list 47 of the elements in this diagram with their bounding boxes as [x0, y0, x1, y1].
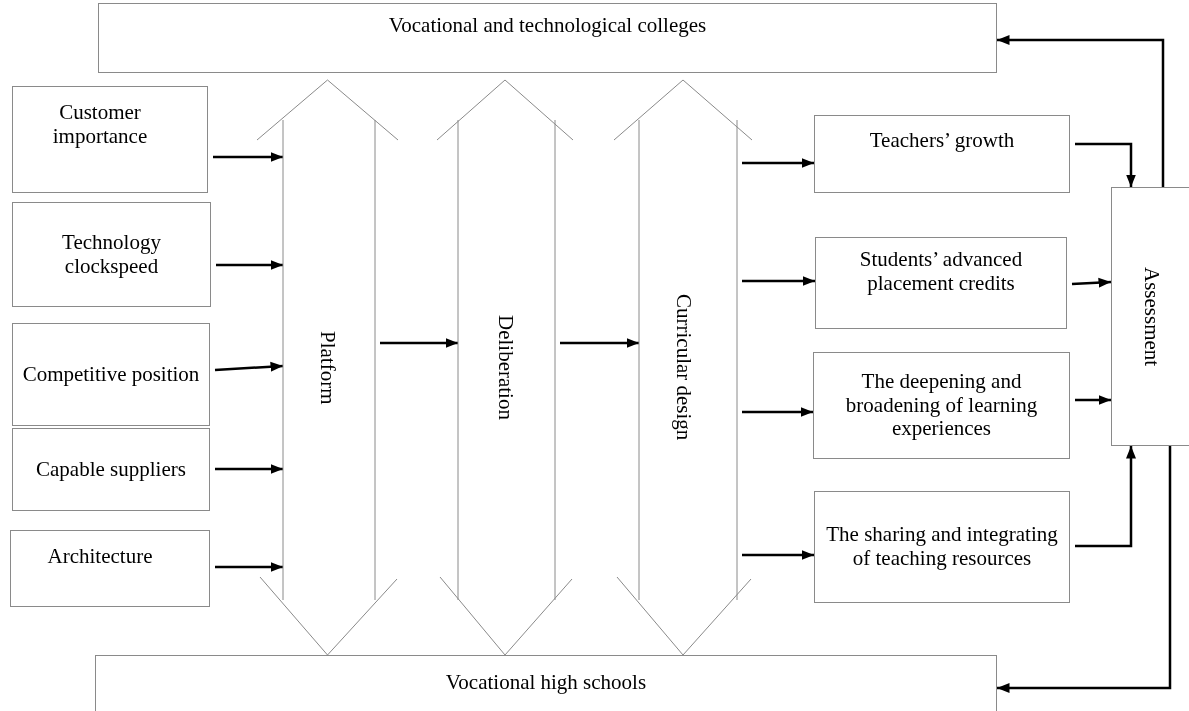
- arrow: [997, 35, 1165, 187]
- process-box: [12, 323, 210, 426]
- node-label: Students’ advanced placement credits: [858, 248, 1024, 297]
- arrow: [1075, 446, 1136, 548]
- double-arrow-shape: [257, 80, 398, 655]
- arrow: [214, 361, 284, 372]
- process-box: [1111, 187, 1189, 446]
- node-label: Vocational and technological colleges: [388, 14, 707, 40]
- node-label: The deepening and broadening of learning experiences: [844, 370, 1039, 441]
- arrow: [560, 338, 639, 348]
- arrow: [742, 276, 815, 286]
- arrow: [1071, 277, 1112, 288]
- node-label: Teachers’ growth: [869, 129, 1015, 155]
- arrow: [742, 550, 814, 560]
- node-label: Technology clockspeed: [61, 231, 162, 278]
- double-arrow-shape: [614, 80, 752, 655]
- node-label: The sharing and integrating of teaching resources: [825, 523, 1059, 571]
- arrow: [213, 152, 283, 162]
- arrow: [1075, 142, 1136, 187]
- process-box: [813, 352, 1070, 459]
- node-label: Assessment: [1139, 266, 1166, 367]
- process-box: [12, 428, 210, 511]
- node-label: Vocational high schools: [445, 670, 647, 696]
- node-label: Deliberation: [492, 315, 519, 420]
- double-arrow-shape: [437, 80, 573, 655]
- node-label: Platform: [315, 330, 342, 405]
- arrow: [215, 562, 283, 572]
- arrow: [1075, 395, 1111, 405]
- process-box: [95, 655, 997, 711]
- process-box: [815, 237, 1067, 329]
- node-label: Capable suppliers: [35, 457, 187, 482]
- process-box: [814, 491, 1070, 603]
- process-box: [814, 115, 1070, 193]
- node-label: Competitive position: [21, 362, 201, 387]
- node-label: Architecture: [47, 544, 154, 570]
- node-label: Customer importance: [51, 101, 149, 150]
- arrow: [216, 260, 283, 270]
- process-box: [98, 3, 997, 73]
- arrow: [997, 446, 1172, 693]
- arrow: [742, 158, 814, 168]
- process-box: [12, 202, 211, 307]
- node-label: Curricular design: [670, 294, 697, 441]
- process-box: [12, 86, 208, 193]
- arrow: [380, 338, 458, 348]
- process-box: [10, 530, 210, 607]
- arrow: [215, 464, 283, 474]
- arrow: [742, 407, 813, 417]
